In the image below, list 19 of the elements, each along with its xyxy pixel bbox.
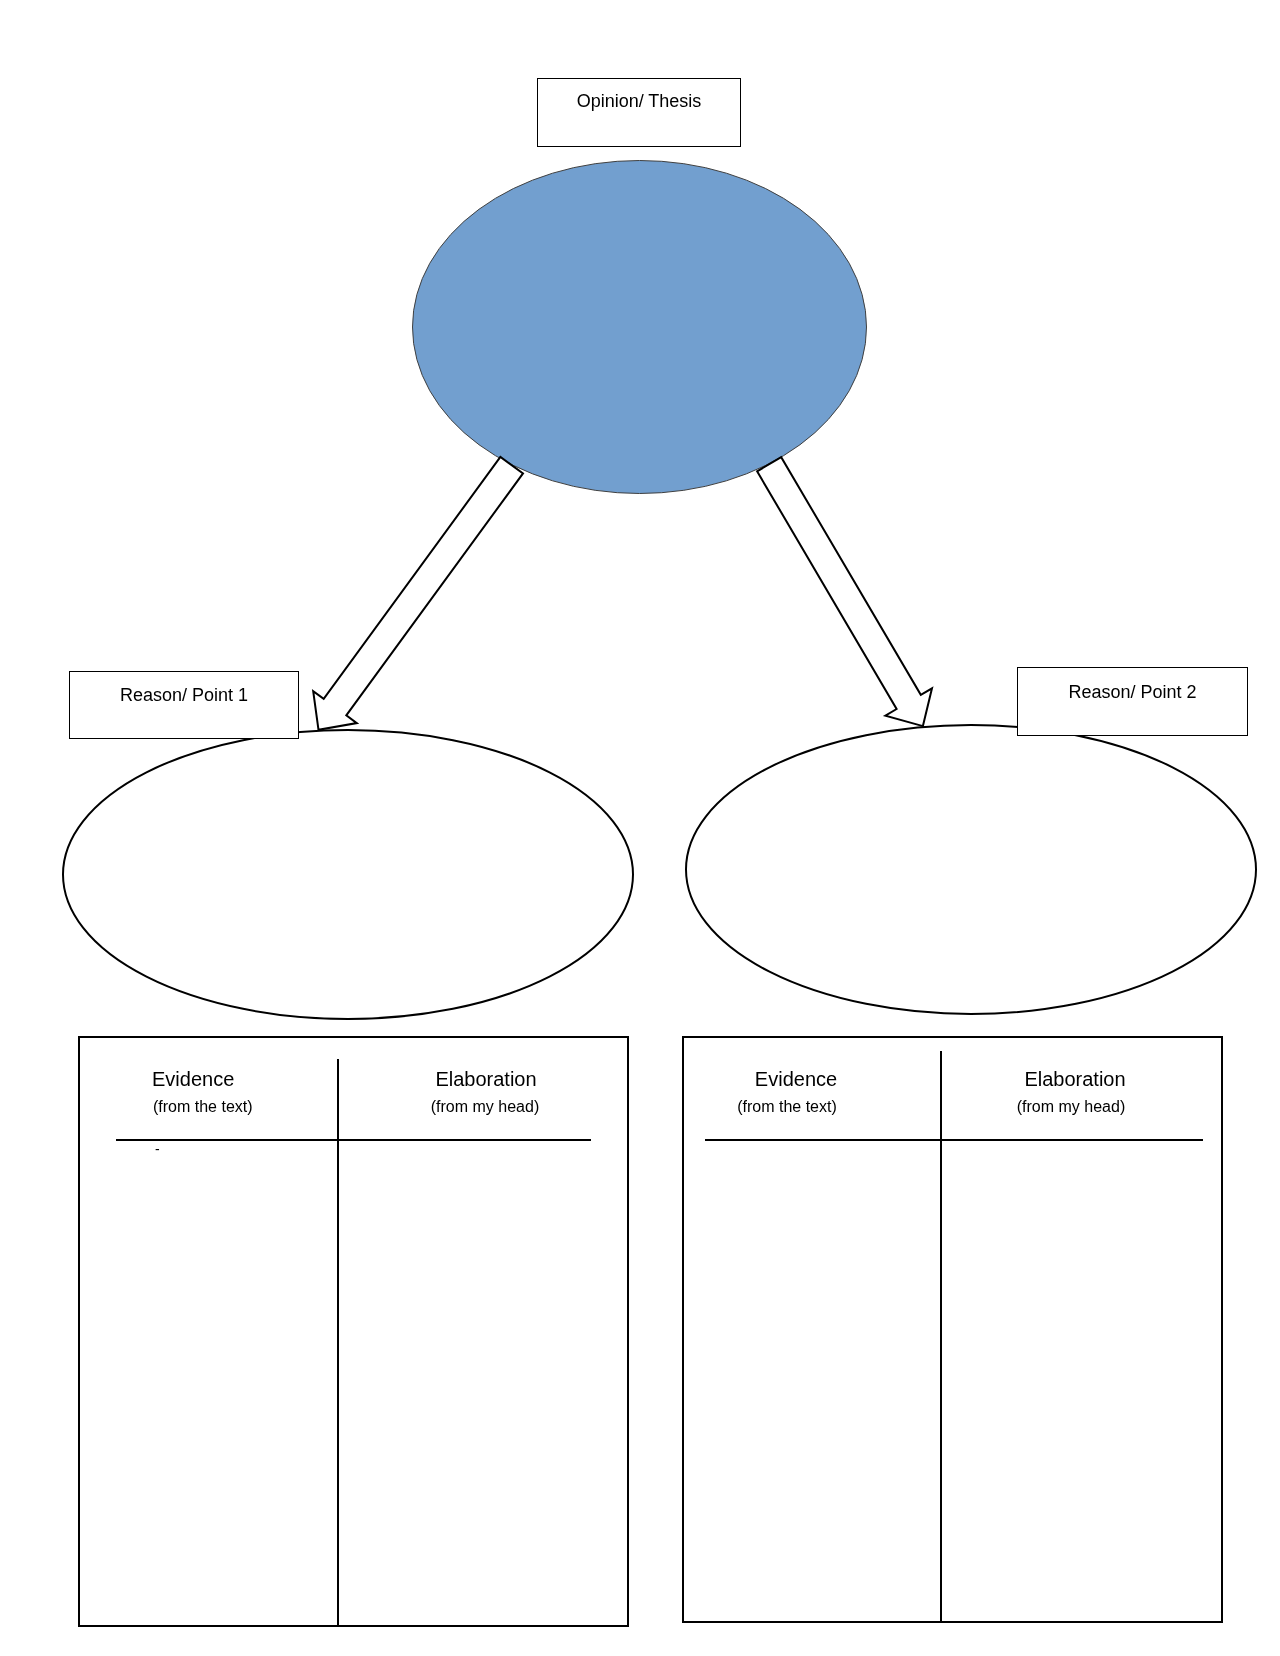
dash-mark: - [155,1142,160,1156]
block-arrow [311,455,525,731]
ellipse [412,160,867,494]
column-subheading: (from the text) [737,1097,837,1117]
heading-box: Opinion/ Thesis [537,78,741,147]
column-heading: Evidence [152,1067,235,1091]
block-arrow [755,455,934,728]
column-subheading: (from my head) [1016,1097,1126,1117]
heading-box: Reason/ Point 2 [1017,667,1248,736]
column-heading: Elaboration [435,1067,537,1091]
column-subheading: (from my head) [430,1097,540,1117]
column-heading: Elaboration [1024,1067,1126,1091]
two-column-table [682,1036,1223,1623]
two-column-table [78,1036,629,1627]
ellipse [685,724,1257,1015]
column-heading: Evidence [754,1067,838,1091]
heading-box: Reason/ Point 1 [69,671,299,739]
column-subheading: (from the text) [153,1097,253,1117]
ellipse [62,729,634,1020]
